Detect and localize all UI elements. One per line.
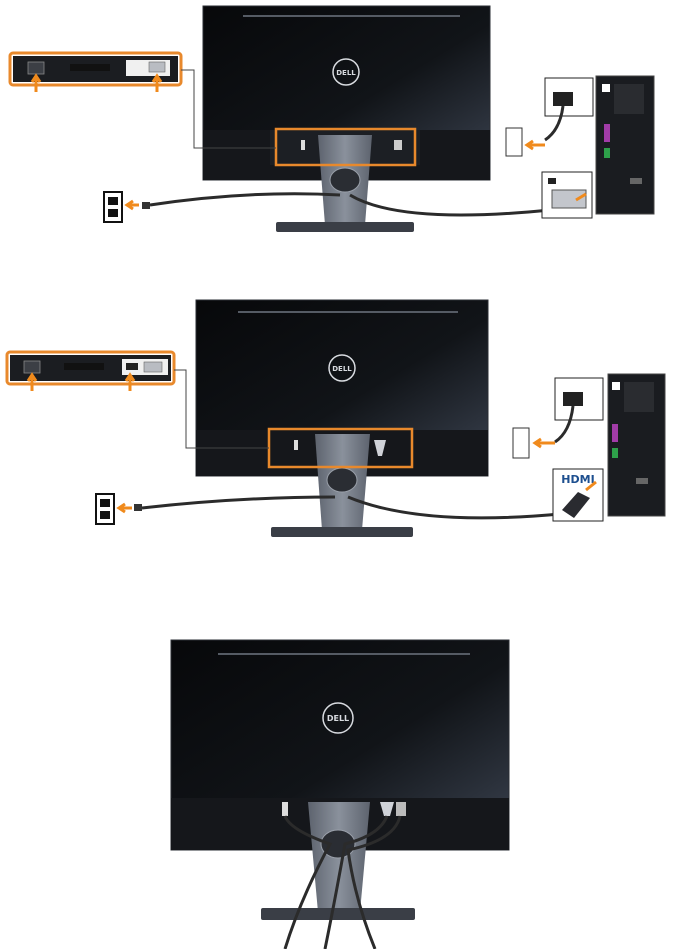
computer-tower: [596, 76, 654, 214]
power-port-icon: [294, 440, 298, 450]
vga-connection-panel: DELL: [0, 0, 676, 250]
cable-management-diagram: DELL: [0, 630, 676, 949]
dell-logo-text: DELL: [332, 365, 352, 373]
hdmi-cable: [348, 497, 560, 518]
plug-arrow-icon: [127, 201, 139, 209]
computer-tower: [608, 374, 665, 516]
power-cable: [142, 497, 335, 508]
power-cable: [150, 194, 340, 205]
power-port-icon: [301, 140, 305, 150]
power-plug-inset: [545, 78, 593, 140]
vga-cable: [350, 195, 550, 215]
dell-logo-text: DELL: [336, 69, 356, 77]
hdmi-plug-inset: HDMI: [553, 469, 603, 521]
small-outlet-icon: [513, 428, 555, 458]
vga-port-icon: [394, 140, 402, 150]
hdmi-label: HDMI: [561, 473, 594, 486]
hdmi-connection-panel: DELL: [0, 292, 676, 554]
small-outlet-icon: [506, 128, 545, 156]
plug-arrow-icon: [119, 504, 132, 512]
wall-outlet: [96, 494, 114, 524]
cable-management-panel: DELL: [0, 630, 676, 949]
power-port-icon: [282, 802, 288, 816]
wall-outlet: [104, 192, 122, 222]
vga-connection-diagram: DELL: [0, 0, 676, 250]
vga-plug-inset: [542, 172, 592, 218]
vga-port-icon: [396, 802, 406, 816]
hdmi-connection-diagram: DELL: [0, 292, 676, 554]
dell-logo-text: DELL: [327, 714, 349, 723]
power-plug-inset: [555, 378, 603, 442]
